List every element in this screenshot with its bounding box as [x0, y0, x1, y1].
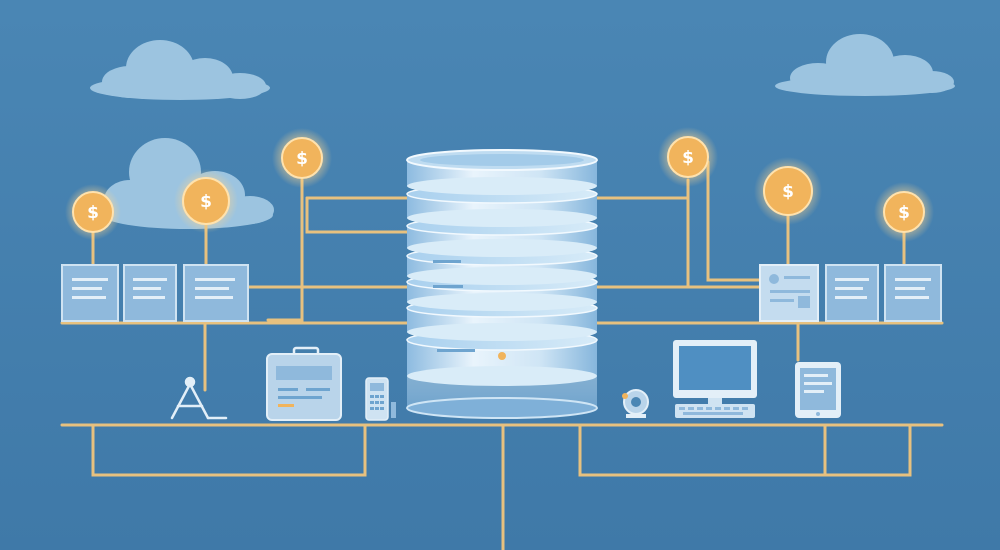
coin-symbol: $	[200, 192, 212, 212]
document-icon	[61, 264, 119, 322]
document-icon	[759, 264, 819, 322]
database-icon	[406, 149, 598, 419]
coin-symbol: $	[782, 182, 794, 202]
coin-icon: $	[874, 182, 934, 242]
document-icon	[183, 264, 249, 322]
webcam-icon	[622, 389, 649, 418]
tablet-icon	[795, 362, 841, 418]
coin-icon: $	[65, 184, 121, 240]
coin-icon: $	[658, 127, 718, 187]
document-icon	[123, 264, 177, 322]
phone-icon	[365, 377, 396, 421]
briefcase-icon	[266, 346, 342, 421]
document-icon	[884, 264, 942, 322]
cloud-icon	[90, 40, 270, 100]
monitor-icon	[673, 340, 757, 418]
coin-symbol: $	[296, 149, 308, 169]
compass-icon	[170, 376, 228, 420]
coin-symbol: $	[682, 148, 694, 168]
document-icon	[825, 264, 879, 322]
coin-icon: $	[754, 157, 822, 225]
coin-symbol: $	[87, 203, 99, 223]
coin-icon: $	[272, 128, 332, 188]
coin-icon: $	[174, 169, 238, 233]
coin-symbol: $	[898, 203, 910, 223]
cloud-icon	[775, 34, 955, 96]
